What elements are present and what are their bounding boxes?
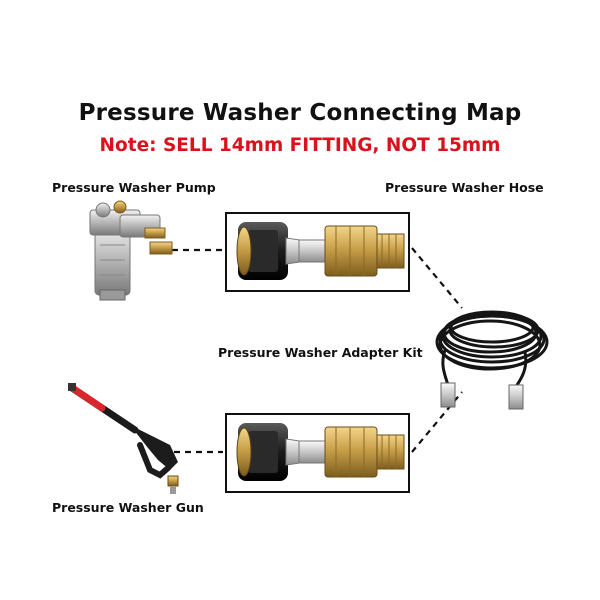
connector-lines <box>172 247 463 454</box>
pressure-washer-hose-image <box>435 310 549 389</box>
diagram-title: Pressure Washer Connecting Map <box>78 100 522 126</box>
hose-end-fittings <box>440 382 524 410</box>
fitting-note: Note: SELL 14mm FITTING, NOT 15mm <box>99 135 501 156</box>
adapter-fitting-top <box>236 222 405 280</box>
adapter-fitting-bottom <box>236 423 405 481</box>
pump-label: Pressure Washer Pump <box>52 180 216 195</box>
gun-label: Pressure Washer Gun <box>52 500 204 515</box>
adapter-kit-label: Pressure Washer Adapter Kit <box>218 345 423 360</box>
pressure-washer-pump-image <box>89 200 173 301</box>
hose-label: Pressure Washer Hose <box>385 180 544 195</box>
connector-adapter-to-hose-top <box>411 247 463 309</box>
pressure-washer-gun-image <box>68 383 179 494</box>
connector-adapter-to-hose-bottom <box>411 391 463 453</box>
